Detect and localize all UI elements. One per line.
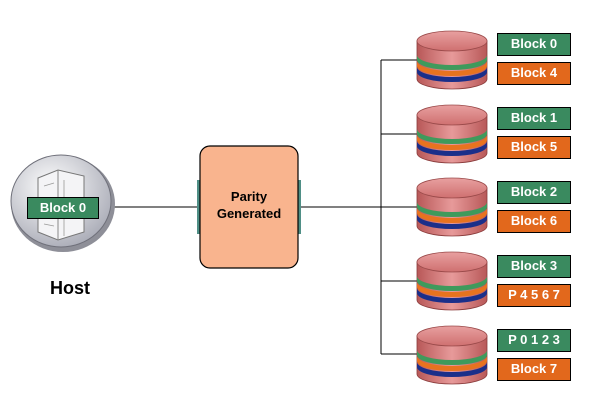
disk-stripe-orange	[417, 282, 487, 297]
parity-box	[199, 145, 299, 269]
disk-stripe-blue	[417, 141, 487, 156]
disk-stripe-blue	[417, 362, 487, 377]
parity-generator	[197, 145, 301, 269]
disk-stripe-blue	[417, 288, 487, 303]
host-block-label: Block 0	[27, 197, 99, 219]
disk-stripe-blue	[417, 214, 487, 229]
disk-1-label-top: Block 1	[497, 107, 571, 130]
disk-stripe-green	[417, 276, 487, 291]
disk-stripe-orange	[417, 61, 487, 76]
parity-right-connector	[297, 180, 301, 234]
disk-top	[416, 104, 488, 126]
disk-3-label-bottom: P 4 5 6 7	[497, 284, 571, 307]
disk-top	[416, 251, 488, 273]
disk-3-label-top: Block 3	[497, 255, 571, 278]
disk-stripe-green	[417, 55, 487, 70]
disk-2-label-bottom: Block 6	[497, 210, 571, 233]
disk-stripe-green	[417, 202, 487, 217]
connector-lines	[112, 59, 417, 355]
disk-4-label-top: P 0 1 2 3	[497, 329, 571, 352]
disk-1-label-bottom: Block 5	[497, 136, 571, 159]
disk-stripe-green	[417, 350, 487, 365]
disk-0-label-bottom: Block 4	[497, 62, 571, 85]
disk-stripe-blue	[417, 67, 487, 82]
disk-4-label-bottom: Block 7	[497, 358, 571, 381]
disk-stripe-orange	[417, 135, 487, 150]
disk-array	[416, 30, 488, 385]
disk-3	[416, 251, 488, 311]
disk-0-label-top: Block 0	[497, 33, 571, 56]
disk-2	[416, 177, 488, 237]
disk-top	[416, 30, 488, 52]
disk-stripe-green	[417, 129, 487, 144]
disk-stripe-orange	[417, 356, 487, 371]
disk-stripe-orange	[417, 208, 487, 223]
parity-label-line2: Generated	[216, 206, 282, 221]
parity-left-connector	[197, 180, 201, 234]
host-title: Host	[50, 278, 90, 298]
disk-top	[416, 325, 488, 347]
parity-label: Parity Generated	[202, 188, 296, 222]
disk-0	[416, 30, 488, 90]
parity-label-line1: Parity	[230, 189, 268, 204]
disk-1	[416, 104, 488, 164]
disk-2-label-top: Block 2	[497, 181, 571, 204]
disk-4	[416, 325, 488, 385]
disk-top	[416, 177, 488, 199]
